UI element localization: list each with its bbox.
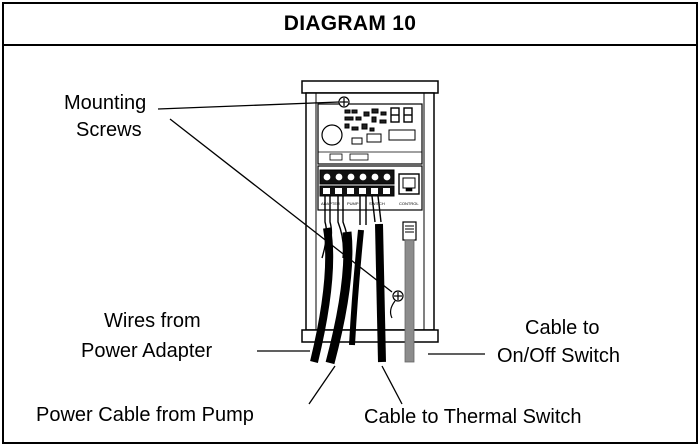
terminal-label-control: CONTROL: [399, 201, 419, 206]
label-wires-line2: Power Adapter: [81, 340, 213, 362]
label-power-cable-pump: Power Cable from Pump: [36, 404, 254, 426]
label-cable-switch-line2: On/Off Switch: [497, 345, 621, 367]
label-cable-thermal: Cable to Thermal Switch: [364, 406, 582, 428]
terminal-label-pump: PUMP: [347, 201, 359, 206]
diagram-header: DIAGRAM 10: [4, 4, 696, 46]
black-cables: [310, 223, 386, 365]
terminal-label-switch: SWITCH: [369, 201, 385, 206]
control-jack-icon: [398, 173, 420, 195]
bottom-mounting-screw-icon: [389, 290, 404, 319]
label-cable-switch-line1: Cable to: [525, 317, 600, 339]
diagram-title: DIAGRAM 10: [283, 12, 417, 35]
top-mounting-screw-icon: [338, 96, 350, 108]
circuit-board: [317, 96, 423, 165]
label-mounting-line2: Screws: [76, 119, 142, 141]
terminal-block: ADAPTER PUMP SWITCH CONTROL: [317, 165, 423, 211]
leader-lines: [157, 101, 485, 405]
label-wires-line1: Wires from: [104, 310, 201, 332]
label-mounting-line1: Mounting: [64, 92, 147, 114]
gray-control-cable: [402, 221, 417, 363]
